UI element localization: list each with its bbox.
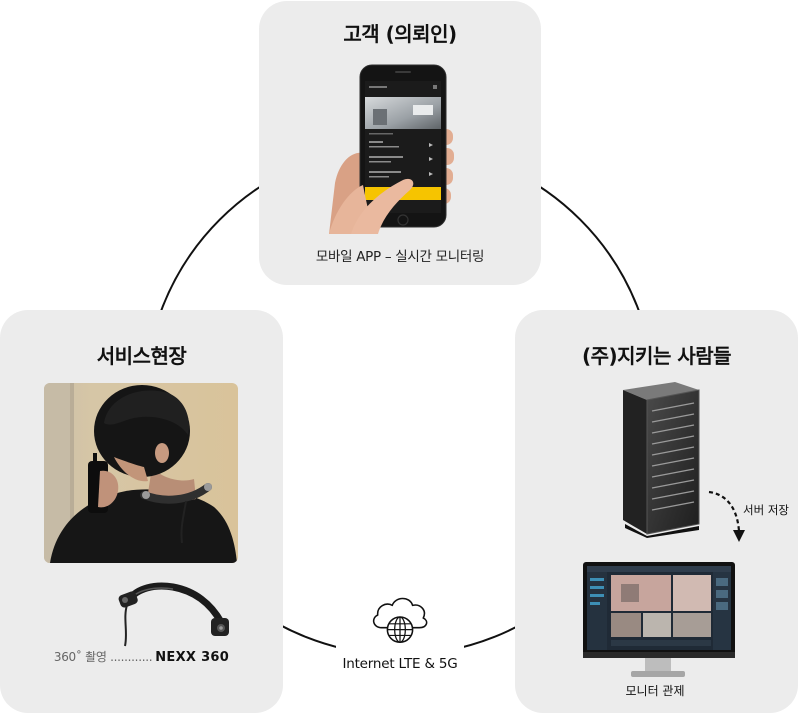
monitor-label: 모니터 관제 [625,684,685,698]
client-panel: 고객 (의뢰인) [259,1,541,285]
monitor-icon [583,562,735,677]
server-rack-icon [623,382,700,538]
cloud-globe-icon [372,597,428,643]
field-title: 서비스현장 [96,344,187,368]
client-title: 고객 (의뢰인) [343,22,457,46]
field-worker-photo [44,383,238,563]
device-caption-prefix: 360˚ 촬영 ............ [53,650,153,664]
phone-body [359,64,447,228]
dashed-arrow-icon [708,490,745,542]
field-panel: 서비스현장 [0,310,283,713]
client-caption: 모바일 APP – 실시간 모니터링 [315,249,485,265]
hand-thumb [351,178,414,234]
device-name: NEXX 360 [155,650,230,665]
mobile-phone-in-hand-icon [329,64,454,234]
network-label: Internet LTE & 5G [342,656,458,672]
device-caption: 360˚ 촬영 ............NEXX 360 [0,648,283,665]
neckband-camera-icon [118,582,229,647]
network-link: Internet LTE & 5G [336,586,464,678]
rack-units [651,402,695,511]
company-panel: (주)지키는 사람들 [515,310,798,713]
company-title: (주)지키는 사람들 [581,344,732,368]
server-label: 서버 저장 [743,503,789,517]
